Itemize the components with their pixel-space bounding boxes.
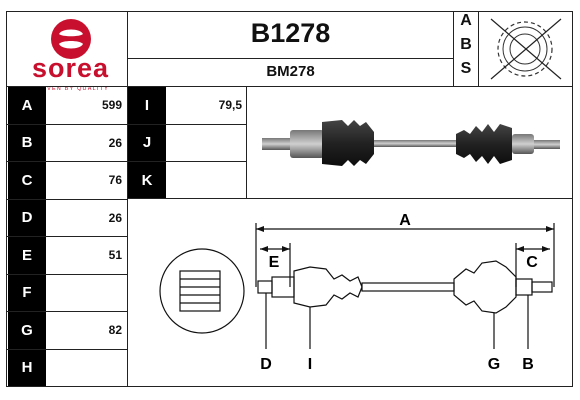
dim-label-e: E [269,254,280,271]
spec-label-j: J [128,124,166,161]
drive-shaft-photo [262,120,560,166]
spec-label-g: G [8,312,46,349]
part-number: B1278 [250,18,331,48]
spec-value-g: 82 [108,323,122,337]
dim-label-c: C [526,254,538,271]
brand-logo: sorea DRIVEN BY QUALITY [8,13,126,92]
abs-letter-s: S [460,60,472,77]
dimension-drawing: A E C D I G B [159,212,555,373]
abs-letter-a: A [460,12,472,29]
spec-label-f: F [8,274,46,311]
dim-label-i: I [308,356,312,373]
spec-label-i: I [128,87,166,124]
spec-label-b: B [8,124,46,161]
spec-value-i: 79,5 [218,98,242,112]
spec-value-c: 76 [108,173,122,187]
dim-label-a: A [399,212,411,229]
spec-value-b: 26 [108,135,122,150]
spec-label-a: A [8,87,46,124]
spec-label-k: K [128,162,166,199]
spec-label-e: E [8,237,46,274]
dim-label-d: D [260,356,272,373]
spec-label-d: D [8,199,46,236]
sorea-emblem-icon [51,19,91,59]
spec-value-e: 51 [108,248,122,262]
spec-value-a: 599 [101,98,122,112]
spec-label-h: H [8,349,46,386]
spec-value-d: 26 [108,210,122,225]
brand-tagline: DRIVEN BY QUALITY [34,86,110,92]
abs-letter-b: B [460,36,472,53]
abs-ring-crossed-icon [490,18,562,80]
dim-label-b: B [522,356,534,373]
reference-code: BM278 [266,63,315,80]
dim-label-g: G [488,356,500,373]
product-sheet [6,11,573,387]
spec-label-c: C [8,162,46,199]
brand-name: sorea [32,53,110,83]
